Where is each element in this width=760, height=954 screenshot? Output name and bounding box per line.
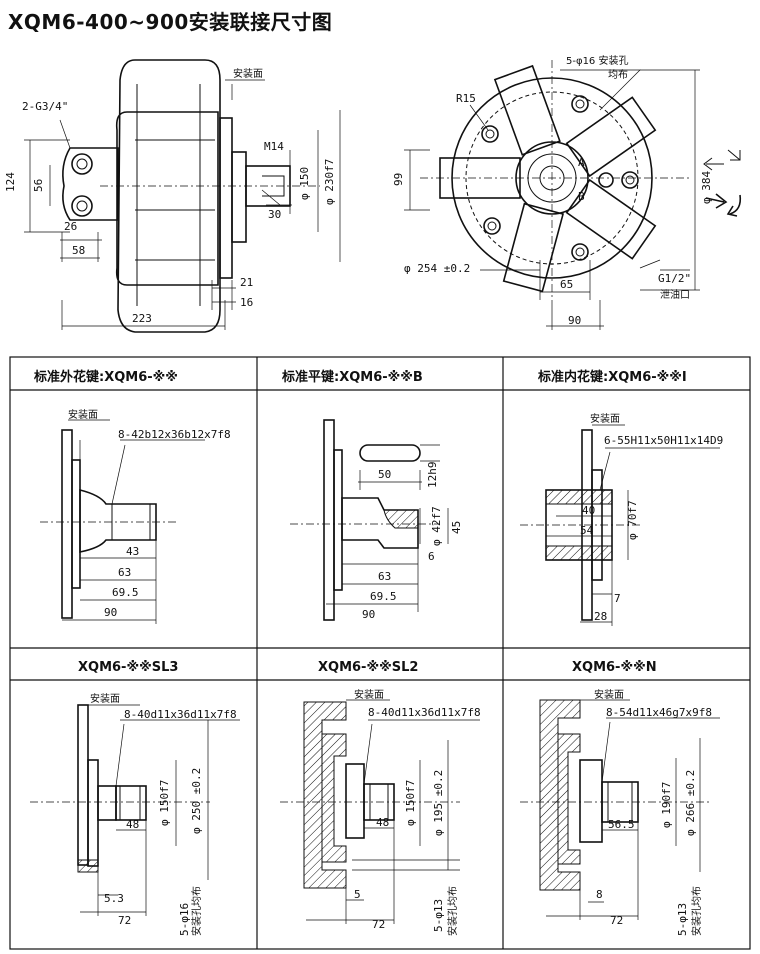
panel-6-drawing: 安装面 8-54d11x46g7x9f8 φ 190f7 φ 266 ±0.2 … bbox=[520, 688, 720, 936]
dim-phi230: φ 230f7 bbox=[323, 159, 336, 205]
p5-dim-phi150: φ 150f7 bbox=[404, 780, 417, 826]
dim-99: 99 bbox=[392, 173, 405, 186]
p6-dim-72: 72 bbox=[610, 914, 623, 927]
thread-label: 2-G3/4" bbox=[22, 100, 68, 113]
p3-dim-54: 54 bbox=[580, 524, 594, 537]
p6-holes-sub: 安装孔均布 bbox=[690, 886, 703, 936]
page-title: XQM6-400~900安装联接尺寸图 bbox=[8, 10, 333, 34]
p6-spec: 8-54d11x46g7x9f8 bbox=[606, 706, 712, 719]
port-a-label: A bbox=[578, 156, 585, 169]
panel-2-drawing: 50 12h9 φ 42f7 45 6 63 69.5 90 bbox=[290, 419, 463, 621]
dim-21: 21 bbox=[240, 276, 253, 289]
dim-phi254: φ 254 ±0.2 bbox=[404, 262, 470, 275]
panel-1-drawing: 安装面 8-42b12x36b12x7f8 43 63 69.5 90 bbox=[40, 408, 231, 624]
p1-dim-69-5: 69.5 bbox=[112, 586, 139, 599]
p4-dim-48: 48 bbox=[126, 818, 139, 831]
p4-dim-phi150: φ 150f7 bbox=[158, 780, 171, 826]
p1-dim-90: 90 bbox=[104, 606, 117, 619]
p3-dim-28: 28 bbox=[594, 610, 607, 623]
dim-26: 26 bbox=[64, 220, 77, 233]
p6-dim-8: 8 bbox=[596, 888, 603, 901]
p2-dim-phi42: φ 42f7 bbox=[430, 506, 443, 546]
p5-spec: 8-40d11x36d11x7f8 bbox=[368, 706, 481, 719]
p3-dim-phi70: φ 70f7 bbox=[626, 500, 639, 540]
p2-dim-90: 90 bbox=[362, 608, 375, 621]
side-view: 5-φ16 安装孔 均布 R15 99 φ 254 ±0.2 65 90 φ 3… bbox=[392, 54, 742, 330]
panel-4-header: XQM6-※※SL3 bbox=[78, 660, 178, 675]
p3-dim-40: 40 bbox=[582, 504, 595, 517]
panel-1-header: 标准外花键:XQM6-※※ bbox=[33, 369, 178, 385]
p6-mount-face: 安装面 bbox=[594, 688, 624, 701]
p1-dim-43: 43 bbox=[126, 545, 139, 558]
front-mount-face: 安装面 bbox=[233, 67, 263, 80]
p4-holes: 5-φ16 bbox=[178, 903, 191, 936]
panel-6-header: XQM6-※※N bbox=[572, 660, 657, 675]
p5-mount-face: 安装面 bbox=[354, 688, 384, 701]
dim-223: 223 bbox=[132, 312, 152, 325]
dim-124: 124 bbox=[4, 172, 17, 192]
dim-phi384: φ 384 bbox=[700, 171, 713, 204]
p6-dim-phi190: φ 190f7 bbox=[660, 782, 673, 828]
p5-dim-phi195: φ 195 ±0.2 bbox=[432, 770, 445, 836]
drain-label: 泄油口 bbox=[660, 288, 690, 301]
p5-dim-48: 48 bbox=[376, 816, 389, 829]
dim-58: 58 bbox=[72, 244, 85, 257]
panel-5-header: XQM6-※※SL2 bbox=[318, 660, 418, 675]
p2-dim-69-5: 69.5 bbox=[370, 590, 397, 603]
dim-phi150: φ 150 bbox=[298, 167, 311, 200]
p2-dim-63: 63 bbox=[378, 570, 391, 583]
dim-r15: R15 bbox=[456, 92, 476, 105]
p3-spec: 6-55H11x50H11x14D9 bbox=[604, 434, 723, 447]
p3-dim-7: 7 bbox=[614, 592, 621, 605]
front-view: 2-G3/4" 安装面 124 56 26 58 223 21 16 M14 3… bbox=[4, 59, 341, 333]
p2-dim-12h9: 12h9 bbox=[426, 462, 439, 489]
p2-dim-50: 50 bbox=[378, 468, 391, 481]
p2-dim-45: 45 bbox=[450, 521, 463, 534]
p5-dim-72: 72 bbox=[372, 918, 385, 931]
panel-5-drawing: 安装面 8-40d11x36d11x7f8 φ 150f7 φ 195 ±0.2… bbox=[280, 688, 481, 936]
p2-dim-6: 6 bbox=[428, 550, 435, 563]
p6-holes: 5-φ13 bbox=[676, 903, 689, 936]
p6-dim-phi266: φ 266 ±0.2 bbox=[684, 770, 697, 836]
panel-grid: 标准外花键:XQM6-※※ 标准平键:XQM6-※※B 标准内花键:XQM6-※… bbox=[9, 356, 751, 950]
g12-label: G1/2" bbox=[658, 272, 691, 285]
dim-65: 65 bbox=[560, 278, 573, 291]
p5-dim-5: 5 bbox=[354, 888, 361, 901]
holes-sub: 均布 bbox=[608, 69, 628, 81]
p1-spec: 8-42b12x36b12x7f8 bbox=[118, 428, 231, 441]
p4-holes-sub: 安装孔均布 bbox=[190, 886, 203, 936]
p4-spec: 8-40d11x36d11x7f8 bbox=[124, 708, 237, 721]
panel-3-drawing: 安装面 6-55H11x50H11x14D9 40 54 φ 70f7 7 28 bbox=[520, 412, 723, 626]
p3-mount-face: 安装面 bbox=[590, 412, 620, 425]
p5-holes: 5-φ13 bbox=[432, 899, 445, 932]
dim-30: 30 bbox=[268, 208, 281, 221]
p4-mount-face: 安装面 bbox=[90, 692, 120, 705]
panel-3-header: 标准内花键:XQM6-※※I bbox=[537, 369, 687, 385]
p4-dim-5-3: 5.3 bbox=[104, 892, 124, 905]
port-b-label: B bbox=[578, 190, 585, 203]
dim-56: 56 bbox=[32, 179, 45, 192]
panel-4-drawing: 安装面 8-40d11x36d11x7f8 φ 150f7 φ 250 ±0.2… bbox=[30, 692, 240, 936]
p5-holes-sub: 安装孔均布 bbox=[446, 886, 459, 936]
dim-90: 90 bbox=[568, 314, 581, 327]
dim-16: 16 bbox=[240, 296, 253, 309]
p6-dim-56-5: 56.5 bbox=[608, 818, 635, 831]
p1-dim-63: 63 bbox=[118, 566, 131, 579]
p4-dim-phi250: φ 250 ±0.2 bbox=[190, 768, 203, 834]
holes-label: 5-φ16 安装孔 bbox=[566, 54, 628, 67]
p1-mount-face: 安装面 bbox=[68, 408, 98, 421]
panel-2-header: 标准平键:XQM6-※※B bbox=[281, 369, 423, 385]
dim-m14: M14 bbox=[264, 140, 284, 153]
p4-dim-72: 72 bbox=[118, 914, 131, 927]
